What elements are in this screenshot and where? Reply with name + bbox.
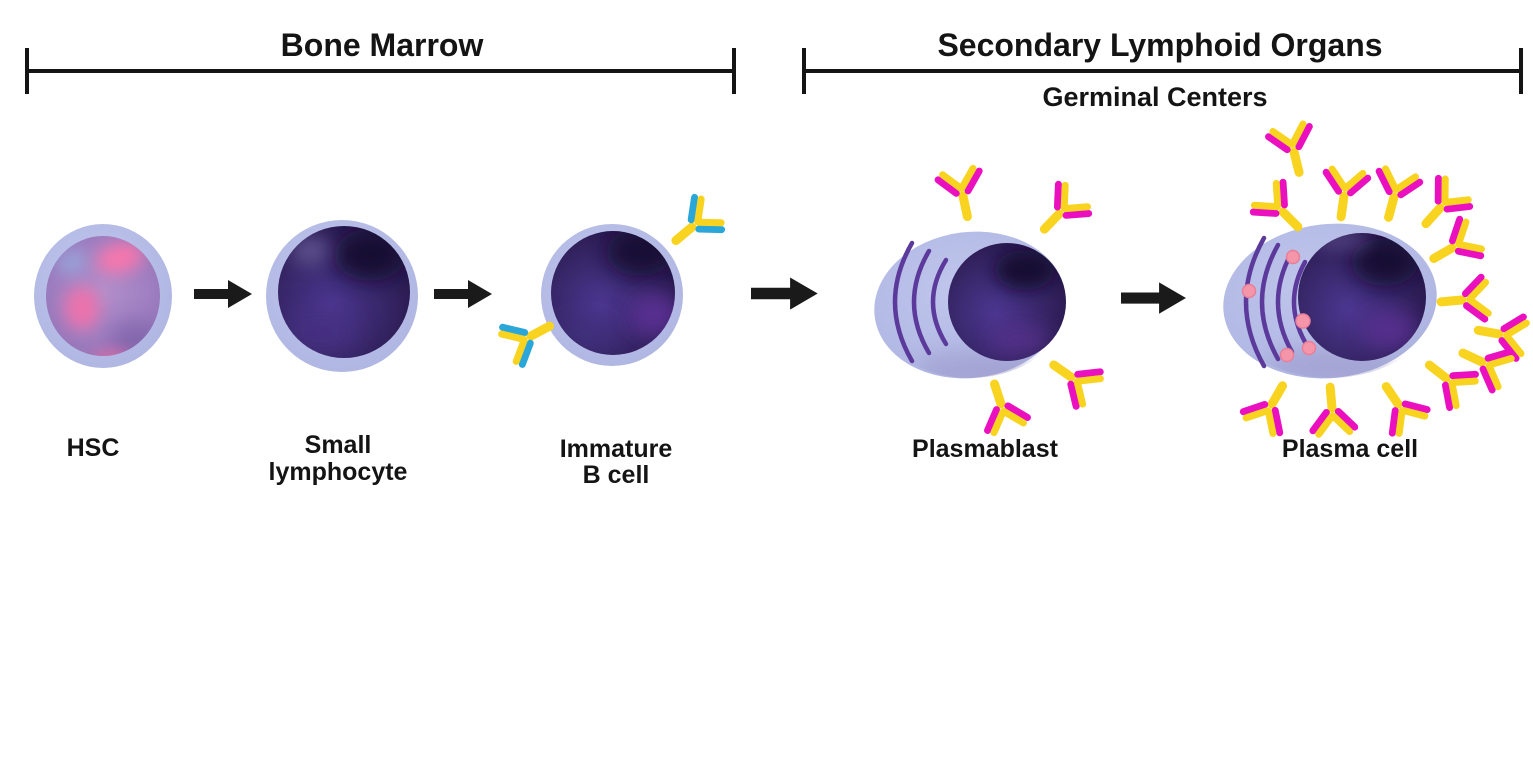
plasmablast-cell <box>874 167 1104 435</box>
plasma-cell-vesicles <box>1241 249 1317 363</box>
right-arrow-icon <box>194 280 252 308</box>
antibody-y-icon <box>1268 123 1320 178</box>
hsc-cell <box>34 224 172 368</box>
small-lymphocyte-cell <box>266 220 418 372</box>
antibody-y-icon <box>1309 385 1355 434</box>
hsc-inner-shading <box>56 242 160 356</box>
secondary-lymphoid-bracket-line <box>802 48 1523 94</box>
right-arrow-icon <box>751 277 818 310</box>
plasmablast-er-arcs <box>892 240 949 364</box>
secondary-lymphoid-region-bracket: Secondary Lymphoid Organs Germinal Cente… <box>802 27 1523 112</box>
immature-b-cell <box>499 195 725 366</box>
plasmablast-nucleus-shading <box>990 250 1055 356</box>
stage-label-plasmablast: Plasmablast <box>912 435 1059 463</box>
antibody-y-icon <box>1042 348 1104 409</box>
antibody-y-icon <box>1368 167 1420 222</box>
b-cell-receptor-icon <box>662 195 724 257</box>
germinal-centers-subtitle: Germinal Centers <box>1042 82 1267 112</box>
plasma-cell <box>1223 123 1528 437</box>
bone-marrow-region-bracket: Bone Marrow <box>25 27 736 94</box>
stage-labels: HSC Small lymphocyte Immature B cell Pla… <box>67 431 1419 489</box>
right-arrow-icon <box>434 280 492 308</box>
antibody-y-icon <box>1439 277 1488 323</box>
plasma-cell-er-arcs <box>1243 235 1308 369</box>
secondary-lymphoid-region-title: Secondary Lymphoid Organs <box>937 27 1382 63</box>
antibody-y-icon <box>1320 168 1368 219</box>
stage-label-immature-b-cell-line1: Immature <box>560 435 673 463</box>
stage-label-plasma-cell: Plasma cell <box>1282 435 1418 463</box>
stage-label-small-lymphocyte-line1: Small <box>305 431 372 459</box>
stage-label-hsc: HSC <box>67 434 120 462</box>
antibody-y-icon <box>1241 375 1300 436</box>
stage-label-immature-b-cell-line2: B cell <box>583 461 650 489</box>
bone-marrow-region-title: Bone Marrow <box>281 27 484 63</box>
right-arrow-icon <box>1121 282 1186 314</box>
antibody-y-icon <box>1369 375 1430 437</box>
antibody-y-icon <box>1029 181 1091 243</box>
antibody-y-icon <box>937 167 988 221</box>
antibody-y-icon <box>1423 217 1484 276</box>
antibody-y-icon <box>975 378 1029 435</box>
bone-marrow-bracket-line <box>25 48 736 94</box>
stage-label-small-lymphocyte-line2: lymphocyte <box>269 458 408 486</box>
